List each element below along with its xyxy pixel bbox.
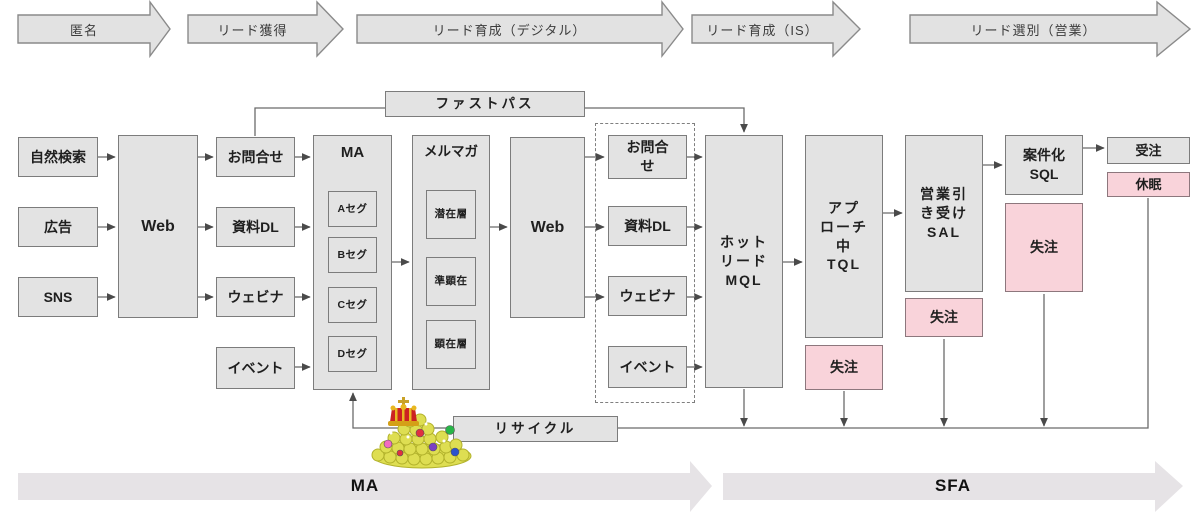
stage-arrows — [17, 0, 1192, 59]
lost-after-tql-box: 失注 — [805, 345, 883, 390]
conversion1-download-box: 資料DL — [216, 207, 295, 247]
approaching-tql-box: アプ ローチ 中 TQL — [805, 135, 883, 338]
web-box-1: Web — [118, 135, 198, 318]
segment-a-box: Aセグ — [328, 191, 377, 227]
web-box-2: Web — [510, 137, 585, 318]
source-organic-search-box: 自然検索 — [18, 137, 98, 177]
segment-d-box: Dセグ — [328, 336, 377, 372]
layer-latent-box: 潜在層 — [426, 190, 476, 239]
fastpass-connector — [254, 107, 748, 136]
stage-lead-nurturing-is: リード育成（IS） — [706, 22, 819, 38]
conversion2-event-box: イベント — [608, 346, 687, 388]
fastpass-tag: ファストパス — [385, 91, 585, 117]
ma-platform-box: MA Aセグ Bセグ Cセグ Dセグ — [313, 135, 392, 390]
stage-lead-qualification-sales: リード選別（営業） — [970, 22, 1097, 38]
conversion2-webinar-box: ウェビナ — [608, 276, 687, 316]
lost-after-sql-box: 失注 — [1005, 203, 1083, 292]
stage-lead-nurturing-digital: リード育成（デジタル） — [432, 22, 587, 38]
system-sfa-label: SFA — [934, 476, 972, 495]
mail-magazine-title: メルマガ — [424, 144, 478, 159]
stage-anonymous: 匿名 — [69, 22, 98, 38]
lost-after-sal-box: 失注 — [905, 298, 983, 337]
conversion2-download-box: 資料DL — [608, 206, 687, 246]
segment-c-box: Cセグ — [328, 287, 377, 323]
sales-accepted-sal-box: 営業引 き受け SAL — [905, 135, 983, 292]
system-ma-label: MA — [350, 476, 380, 495]
source-ads-box: 広告 — [18, 207, 98, 247]
stage-lead-acquisition: リード獲得 — [217, 22, 288, 38]
mail-magazine-box: メルマガ 潜在層 準顕在 顕在層 — [412, 135, 490, 390]
segment-b-box: Bセグ — [328, 237, 377, 273]
opportunity-sql-box: 案件化 SQL — [1005, 135, 1083, 195]
treasure-icon — [371, 397, 472, 469]
layer-semi-manifest-box: 準顕在 — [426, 257, 476, 306]
ma-platform-title: MA — [340, 144, 365, 161]
conversion1-inquiry-box: お問合せ — [216, 137, 295, 177]
source-sns-box: SNS — [18, 277, 98, 317]
flow-connectors — [98, 144, 1105, 371]
hot-lead-mql-box: ホット リード MQL — [705, 135, 783, 388]
conversion1-event-box: イベント — [216, 347, 295, 389]
crown-icon — [388, 397, 419, 426]
won-box: 受注 — [1107, 137, 1190, 164]
system-arrows — [18, 461, 1183, 512]
conversion2-group: お問合 せ 資料DL ウェビナ イベント — [595, 123, 695, 403]
layer-manifest-box: 顕在層 — [426, 320, 476, 369]
recycle-tag: リサイクル — [453, 416, 618, 442]
conversion1-webinar-box: ウェビナ — [216, 277, 295, 317]
dormant-box: 休眠 — [1107, 172, 1190, 197]
conversion2-inquiry-box: お問合 せ — [608, 135, 687, 179]
recycle-connector — [349, 198, 1149, 429]
